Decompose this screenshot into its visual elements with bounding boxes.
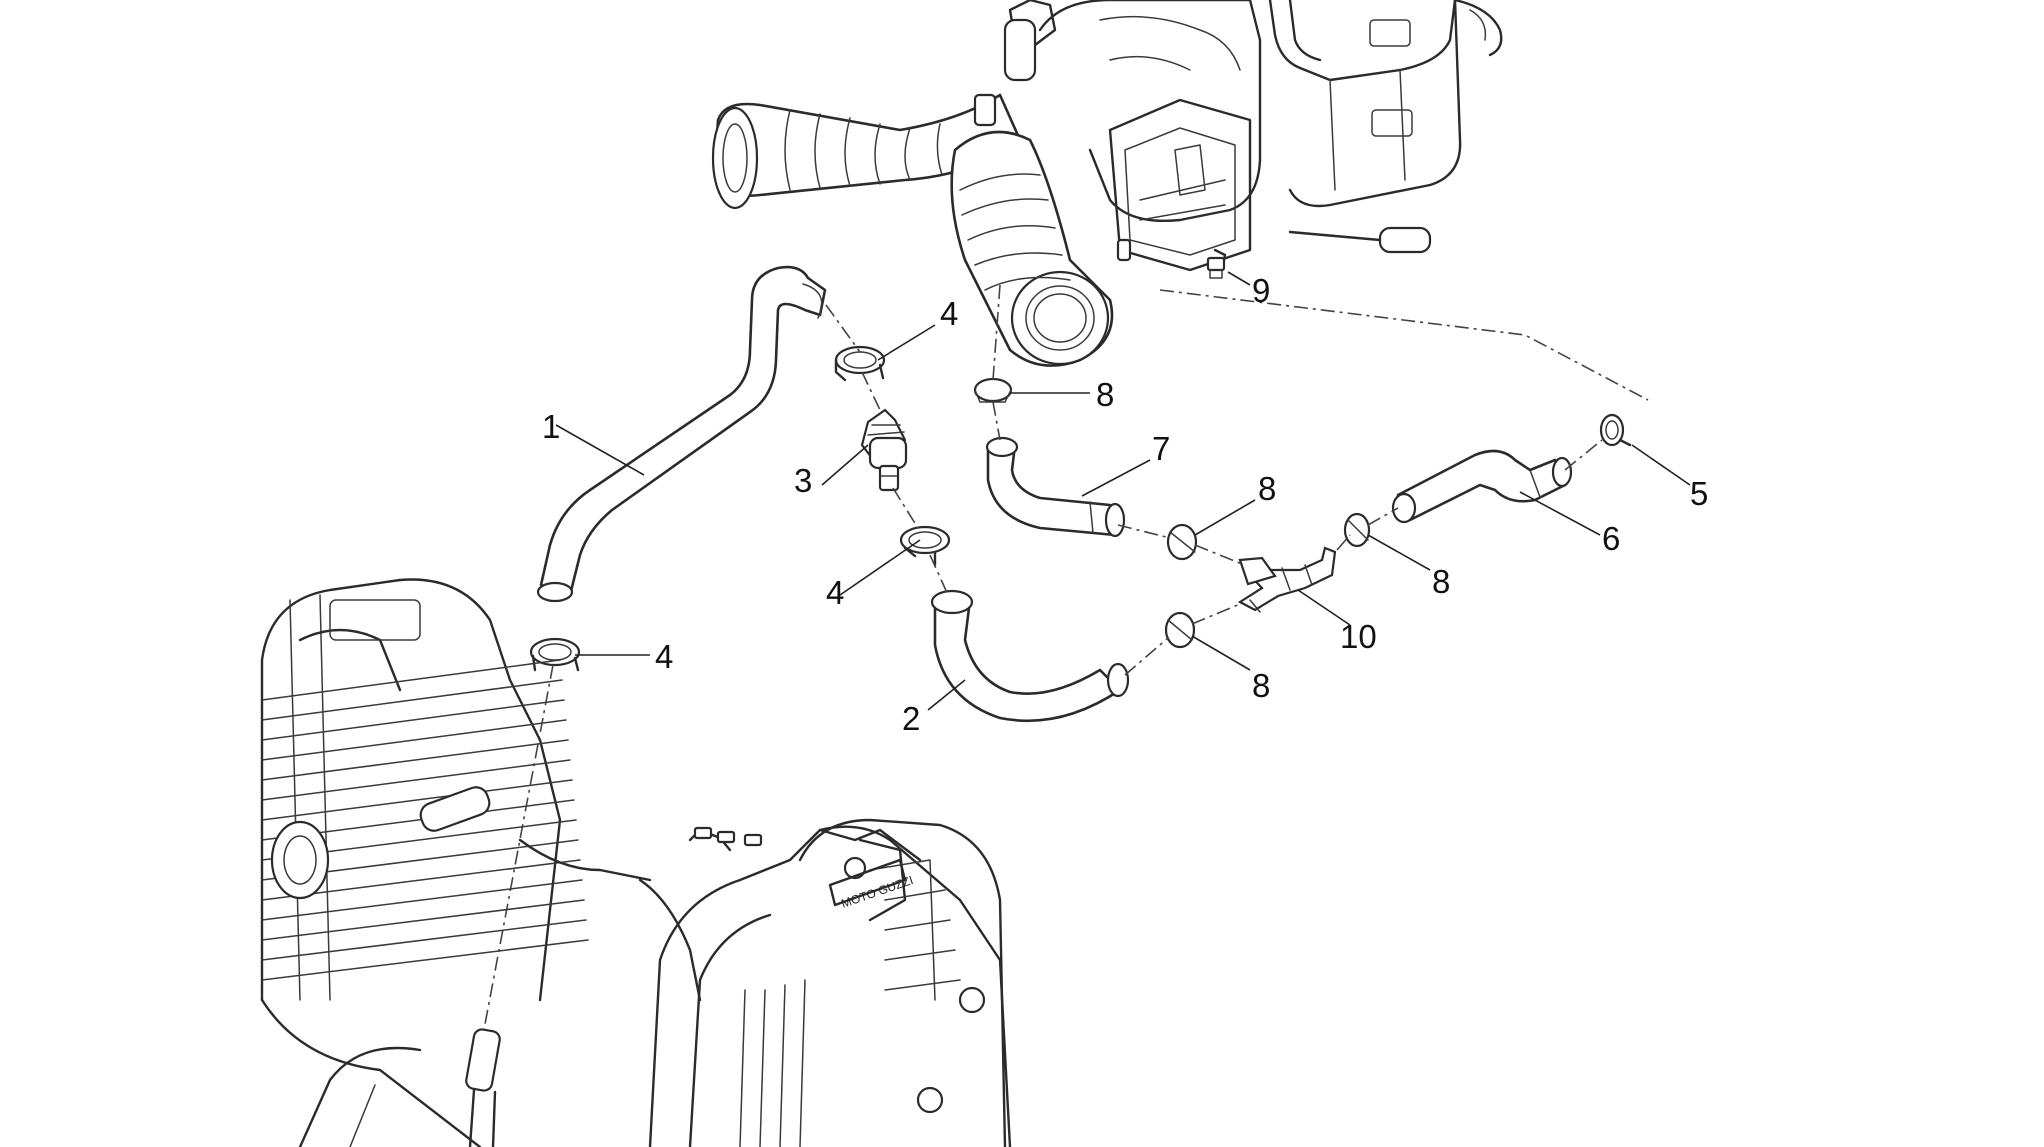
t-fitting-10: [1237, 546, 1337, 613]
clip-8-top: [973, 377, 1013, 403]
intake-rubber-right: [950, 93, 1132, 367]
callout-4-top: 4: [940, 295, 958, 332]
callout-6: 6: [1602, 520, 1620, 557]
clip-4-top: [834, 345, 886, 382]
callout-8-upper: 8: [1258, 470, 1276, 507]
callout-8-top: 8: [1096, 376, 1114, 413]
callout-8-right: 8: [1432, 563, 1450, 600]
callout-2: 2: [902, 700, 920, 737]
hose-7: [985, 436, 1126, 538]
leader-lines: [555, 271, 1691, 711]
hose-1: [536, 265, 827, 603]
airbox-assembly: [1003, 0, 1503, 272]
callout-1: 1: [542, 408, 560, 445]
hose-2: [930, 589, 1130, 723]
callout-7: 7: [1152, 430, 1170, 467]
engine-assembly: MOTO GUZZI: [260, 578, 1012, 1147]
callout-3: 3: [794, 462, 812, 499]
intake-rubber-left: [711, 93, 1022, 210]
callout-8-lower: 8: [1252, 667, 1270, 704]
clip-8-right: [1343, 512, 1371, 548]
callout-9: 9: [1252, 272, 1270, 309]
hose-6: [1391, 449, 1573, 524]
clip-4-middle: [899, 525, 951, 567]
callout-labels: 1 2 3 4 4 4 5 6 7 8 8 8 8 9 10: [542, 272, 1708, 737]
clip-4-bottom: [529, 637, 581, 672]
assembly-guide-lines: [481, 284, 1649, 1041]
clip-8-upper: [1166, 523, 1198, 561]
clip-8-lower: [1164, 611, 1196, 649]
clip-5: [1599, 413, 1632, 447]
callout-10: 10: [1340, 618, 1377, 655]
callout-4-bottom: 4: [655, 638, 673, 675]
callout-4-middle: 4: [826, 574, 844, 611]
fitting-9: [1206, 256, 1226, 279]
valve-3: [860, 408, 908, 492]
callout-5: 5: [1690, 475, 1708, 512]
